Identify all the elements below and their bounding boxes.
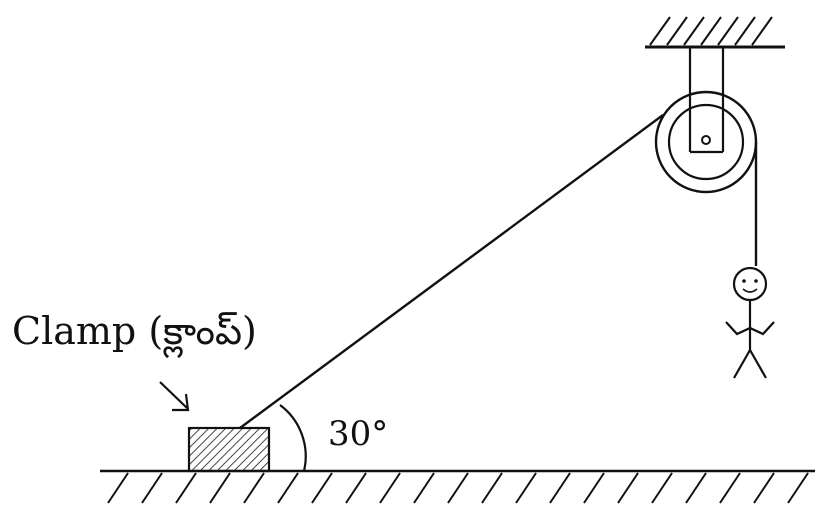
angle-arc (279, 404, 307, 472)
clamp-block (187, 426, 271, 473)
pulley-bracket (688, 47, 725, 154)
ceiling-support (645, 16, 785, 49)
stick-figure-man (725, 266, 775, 379)
pulley (654, 90, 758, 194)
angle-label: 30° (328, 414, 388, 454)
clamp-label: Clamp (క్లాంప్) (12, 309, 257, 359)
ground (100, 469, 815, 504)
clamp-arrow (159, 381, 190, 412)
inclined-rope (239, 114, 664, 429)
